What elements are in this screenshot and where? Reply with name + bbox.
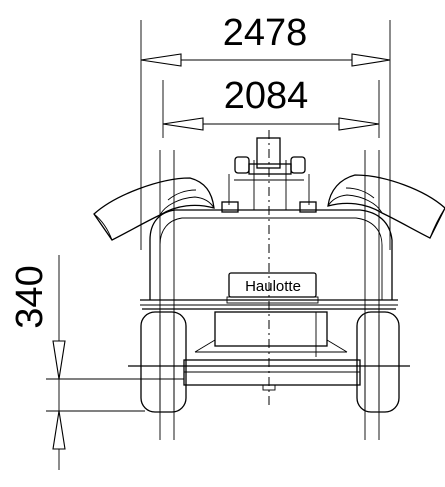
steering-block	[221, 137, 317, 213]
overall-width-label: 2478	[223, 12, 308, 54]
overall-width-dimension: 2478	[140, 12, 391, 250]
track-width-dimension: 2084	[162, 75, 380, 138]
right-fender	[327, 174, 445, 239]
brand-plate-label: Haulotte	[245, 278, 301, 295]
chassis-body	[140, 209, 398, 310]
ground-clearance-dimension: 340	[9, 255, 184, 470]
brand-plate: Haulotte	[226, 272, 319, 304]
left-fender	[93, 177, 215, 241]
left-wheel	[140, 311, 187, 413]
right-wheel	[356, 311, 400, 413]
track-width-label: 2084	[224, 75, 309, 117]
ground-clearance-label: 340	[9, 265, 51, 328]
axle-housing	[183, 311, 361, 391]
